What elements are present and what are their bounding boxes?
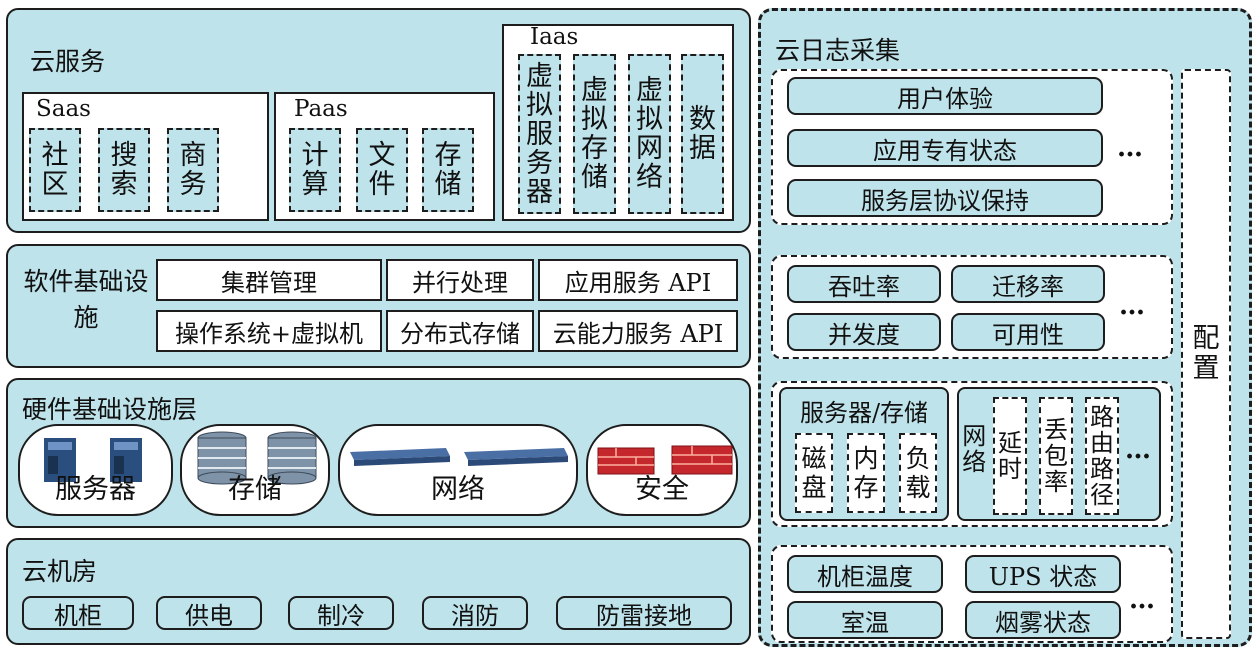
hardware-security: 安全: [586, 424, 738, 516]
hardware-storage-label: 存储: [228, 474, 282, 505]
iaas-item-virtual-network: 虚拟网络: [628, 54, 671, 214]
paas-item-storage: 存储: [422, 128, 474, 212]
datacenter-cabinet: 机柜: [22, 596, 134, 630]
saas-box: Saas 社区 搜索 商务: [22, 92, 269, 221]
metric-load: 负载: [899, 433, 937, 513]
group1-ellipsis: …: [1117, 133, 1144, 163]
log-group-application: 用户体验 应用专有状态 服务层协议保持 …: [771, 69, 1173, 225]
router-icon: [350, 448, 568, 466]
metric-smoke-status: 烟雾状态: [965, 601, 1121, 639]
iaas-box: Iaas 虚拟服务器 虚拟存储 虚拟网络 数据: [502, 24, 734, 221]
infra-parallel-processing: 并行处理: [386, 259, 534, 301]
server-storage-title: 服务器/存储: [799, 399, 929, 427]
infra-os-vm: 操作系统+虚拟机: [156, 310, 382, 352]
saas-item-community: 社区: [29, 128, 81, 212]
paas-box: Paas 计算 文件 存储: [274, 92, 495, 221]
datacenter-lightning-ground: 防雷接地: [556, 596, 732, 630]
iaas-item-virtual-server: 虚拟服务器: [518, 54, 561, 214]
metric-concurrency: 并发度: [787, 313, 941, 351]
firewall-icon: [597, 445, 733, 475]
metric-room-temperature: 室温: [787, 601, 943, 639]
saas-label: Saas: [36, 96, 91, 122]
metric-packet-loss: 丢包率: [1039, 397, 1073, 515]
hardware-server-label: 服务器: [55, 474, 136, 505]
metric-sla: 服务层协议保持: [787, 179, 1103, 217]
iaas-item-data: 数据: [681, 54, 724, 214]
datacenter-panel: 云机房 机柜 供电 制冷 消防 防雷接地: [6, 538, 751, 645]
paas-item-file: 文件: [356, 128, 408, 212]
hardware-security-label: 安全: [635, 474, 689, 505]
paas-item-compute: 计算: [289, 128, 341, 212]
cloud-service-panel: 云服务 Saas 社区 搜索 商务 Paas 计算 文件 存储 Iaas 虚拟服…: [6, 8, 751, 233]
config-column: 配置: [1181, 69, 1231, 639]
metric-disk: 磁盘: [795, 433, 833, 513]
server-icon: [44, 438, 142, 482]
software-infra-panel: 软件基础设施 集群管理 并行处理 应用服务 API 操作系统+虚拟机 分布式存储…: [6, 244, 751, 368]
saas-item-commerce: 商务: [167, 128, 219, 212]
hardware-server: 服务器: [18, 424, 173, 516]
log-collection-panel: 云日志采集 配置 用户体验 应用专有状态 服务层协议保持 … 吞吐率 迁移率 并…: [758, 8, 1252, 647]
metric-throughput: 吞吐率: [787, 265, 941, 303]
infra-app-service-api: 应用服务 API: [538, 259, 738, 301]
saas-item-search: 搜索: [98, 128, 150, 212]
datacenter-title: 云机房: [22, 557, 98, 586]
hardware-infra-panel: 硬件基础设施层 服务器 存储: [6, 378, 751, 528]
log-group-environment: 机柜温度 UPS 状态 室温 烟雾状态 …: [771, 545, 1173, 643]
group4-ellipsis: …: [1129, 585, 1156, 615]
server-storage-box: 服务器/存储 磁盘 内存 负载: [779, 387, 949, 521]
metric-user-experience: 用户体验: [787, 77, 1103, 115]
metric-latency: 延时: [993, 397, 1027, 515]
hardware-network: 网络: [338, 424, 578, 516]
infra-distributed-storage: 分布式存储: [386, 310, 534, 352]
infra-cloud-capability-api: 云能力服务 API: [538, 310, 738, 352]
hardware-storage: 存储: [180, 424, 330, 516]
metric-routing-path: 路由路径: [1085, 397, 1119, 515]
iaas-label: Iaas: [530, 24, 579, 50]
datacenter-cooling: 制冷: [288, 596, 394, 630]
hardware-infra-title: 硬件基础设施层: [22, 395, 198, 424]
metric-memory: 内存: [847, 433, 885, 513]
cloud-service-title: 云服务: [30, 47, 106, 76]
metric-app-specific-state: 应用专有状态: [787, 129, 1103, 167]
hardware-network-label: 网络: [431, 474, 485, 505]
log-collection-title: 云日志采集: [775, 36, 901, 65]
paas-label: Paas: [294, 96, 348, 122]
group3-ellipsis: …: [1125, 435, 1152, 465]
log-group-performance: 吞吐率 迁移率 并发度 可用性 …: [771, 255, 1173, 359]
datacenter-power: 供电: [156, 596, 262, 630]
datacenter-fire: 消防: [422, 596, 528, 630]
iaas-item-virtual-storage: 虚拟存储: [573, 54, 616, 214]
metric-ups-status: UPS 状态: [965, 555, 1121, 593]
log-group-resources: 服务器/存储 磁盘 内存 负载 网络 延时 丢包率 路由路径 …: [771, 381, 1173, 527]
metric-availability: 可用性: [951, 313, 1105, 351]
metric-cabinet-temperature: 机柜温度: [787, 555, 943, 593]
metric-migration-rate: 迁移率: [951, 265, 1105, 303]
group2-ellipsis: …: [1119, 291, 1146, 321]
software-infra-title: 软件基础设施: [23, 267, 149, 332]
storage-icon: [197, 431, 317, 485]
network-label: 网络: [962, 422, 987, 476]
config-label: 配置: [1192, 323, 1220, 384]
infra-cluster-management: 集群管理: [156, 259, 382, 301]
network-box: 网络 延时 丢包率 路由路径 …: [957, 387, 1161, 521]
